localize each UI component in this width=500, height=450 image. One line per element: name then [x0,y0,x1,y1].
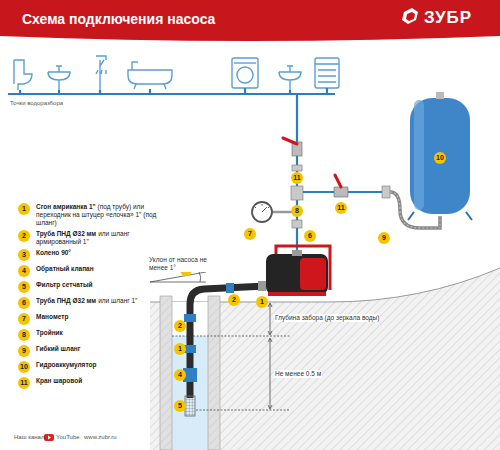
callout-number: 8 [18,329,30,341]
callout-number: 9 [18,345,30,357]
legend-row: 7Манометр [18,313,176,321]
callout-number: 6 [304,230,316,242]
callout-number: 9 [378,232,390,244]
website: www.zubr.ru [84,434,117,440]
callout-number: 4 [18,265,30,277]
legend-item: Труба ПНД Ø32 мм [36,297,96,304]
legend-text: Гибкий шланг [36,345,176,353]
ground [150,268,500,450]
legend-text: Гидроаккумулятор [36,361,176,369]
callout-number: 7 [18,313,30,325]
youtube-label: YouTube [56,434,80,440]
suction-line [183,281,266,416]
legend-item: Гибкий шланг [36,345,80,352]
tee-fittings [291,165,390,228]
legend-item: Гидроаккумулятор [36,361,96,368]
depth-note: Глубина забора (до зеркала воды) [274,314,380,322]
legend-item: или шланг 1" [98,297,137,304]
well [160,296,220,450]
callout-number: 10 [18,361,30,373]
header-band [0,0,500,41]
legend-text: Манометр [36,313,176,321]
page-title: Схема подключения насоса [22,11,215,27]
legend-text: Сгон амриканка 1"(под трубу) или переход… [36,203,176,227]
legend-row: 11Кран шаровой [18,377,176,385]
callout-number: 11 [18,377,30,389]
legend-row: 8Тройник [18,329,176,337]
legend-row: 5Фильтр сетчатый [18,281,176,289]
legend-item: Тройник [36,329,63,336]
legend-item: Труба ПНД Ø32 мм [36,230,96,237]
pressure-tank [408,92,472,220]
callout-number: 1 [174,343,186,355]
legend-item: Манометр [36,313,68,320]
callout-number: 4 [174,369,186,381]
callout-number: 10 [434,152,446,164]
callout-number: 11 [291,172,303,184]
callout-number: 2 [174,320,186,332]
callout-number: 7 [244,228,256,240]
legend-row: 2 Труба ПНД Ø32 ммили шланг армированный … [18,230,176,246]
callout-number: 5 [174,400,186,412]
legend-text: Тройник [36,329,176,337]
callout-number: 6 [18,297,30,309]
min-depth-note: Не менее 0.5 м [274,370,322,378]
legend-text: Фильтр сетчатый [36,281,176,289]
legend-text: Труба ПНД Ø32 ммили шланг армированный 1… [36,230,176,246]
callout-number: 11 [335,202,347,214]
manometer [252,202,292,222]
pump [266,246,330,296]
legend-item: Кран шаровой [36,377,82,384]
brand-logo: ЗУБР [424,8,472,28]
slope-note: Уклон от насоса не менее 1° [148,256,216,272]
legend-text: Труба ПНД Ø32 ммили шланг 1" [36,297,176,305]
water-points-label: Точки водоразбора [10,100,63,106]
legend-item: Фильтр сетчатый [36,281,93,288]
callout-number: 2 [228,294,240,306]
supply-pipes [8,88,385,254]
footer-text: Наш канал: [14,434,46,440]
legend-item: Обратный клапан [36,265,94,272]
callout-number: 5 [18,281,30,293]
callout-number: 1 [18,203,30,215]
callout-number: 8 [291,205,303,217]
callout-number: 1 [256,296,268,308]
legend-row: 10Гидроаккумулятор [18,361,176,369]
legend-row: 9Гибкий шланг [18,345,176,353]
callout-number: 3 [18,249,30,261]
callout-number: 2 [18,230,30,242]
dimension-lines [150,272,290,410]
legend-text: Кран шаровой [36,377,176,385]
legend-row: 6Труба ПНД Ø32 ммили шланг 1" [18,297,176,305]
legend-item: Колено 90° [36,249,71,256]
legend-item: Сгон амриканка 1" [36,203,96,210]
legend-row: 1 Сгон амриканка 1"(под трубу) или перехо… [18,203,176,227]
water-points [14,56,339,90]
